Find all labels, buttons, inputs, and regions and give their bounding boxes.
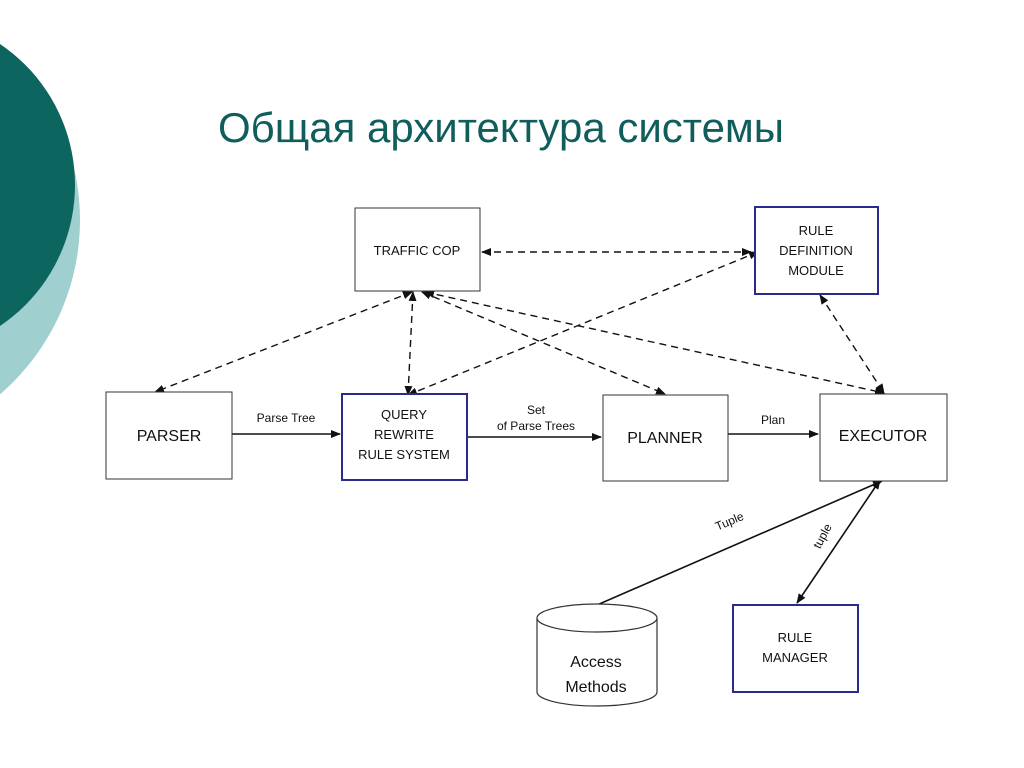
edge-ruledef-executor xyxy=(819,294,885,394)
planner-label: PLANNER xyxy=(627,430,703,447)
decorative-shapes xyxy=(0,44,80,395)
deco-dark-circle xyxy=(0,44,75,326)
rule-definition-label-3: MODULE xyxy=(788,263,844,278)
node-query-rewrite: QUERY REWRITE RULE SYSTEM xyxy=(341,393,468,481)
query-rewrite-label-2: REWRITE xyxy=(374,427,434,442)
node-rule-manager: RULE MANAGER xyxy=(732,604,859,693)
query-rewrite-label-3: RULE SYSTEM xyxy=(358,447,450,462)
node-rule-definition-module: RULE DEFINITION MODULE xyxy=(754,206,879,295)
label-parse-tree: Parse Tree xyxy=(257,411,316,425)
access-methods-label-2: Methods xyxy=(565,679,626,696)
edge-trafficcop-parser xyxy=(154,291,413,393)
label-tuple-access: Tuple xyxy=(713,509,746,534)
access-methods-label-1: Access xyxy=(570,654,622,671)
node-planner: PLANNER xyxy=(602,394,729,482)
node-access-methods: Access Methods xyxy=(536,603,658,707)
edge-trafficcop-planner xyxy=(421,291,666,395)
traffic-cop-label: TRAFFIC COP xyxy=(374,243,461,258)
node-parser: PARSER xyxy=(105,391,233,480)
rule-definition-label-1: RULE xyxy=(799,223,834,238)
edge-trafficcop-queryrewrite xyxy=(404,291,417,396)
rule-definition-label-2: DEFINITION xyxy=(779,243,853,258)
cylinder-top xyxy=(536,603,658,633)
label-set-line2: of Parse Trees xyxy=(497,419,575,433)
rule-manager-label-1: RULE xyxy=(778,630,813,645)
node-traffic-cop: TRAFFIC COP xyxy=(354,207,481,292)
rule-manager-label-2: MANAGER xyxy=(762,650,828,665)
parser-label: PARSER xyxy=(137,428,202,445)
query-rewrite-label-1: QUERY xyxy=(381,407,427,422)
slide-title: Общая архитектура системы xyxy=(218,104,784,151)
edge-trafficcop-executor xyxy=(424,290,885,395)
cylinder-body xyxy=(536,618,658,707)
edge-executor-rulemanager xyxy=(796,479,881,604)
executor-label: EXECUTOR xyxy=(839,428,928,445)
edge-access-executor xyxy=(596,480,883,606)
label-plan: Plan xyxy=(761,413,785,427)
label-set-line1: Set xyxy=(527,403,546,417)
node-executor: EXECUTOR xyxy=(819,393,948,482)
label-tuple-manager: tuple xyxy=(810,521,835,551)
